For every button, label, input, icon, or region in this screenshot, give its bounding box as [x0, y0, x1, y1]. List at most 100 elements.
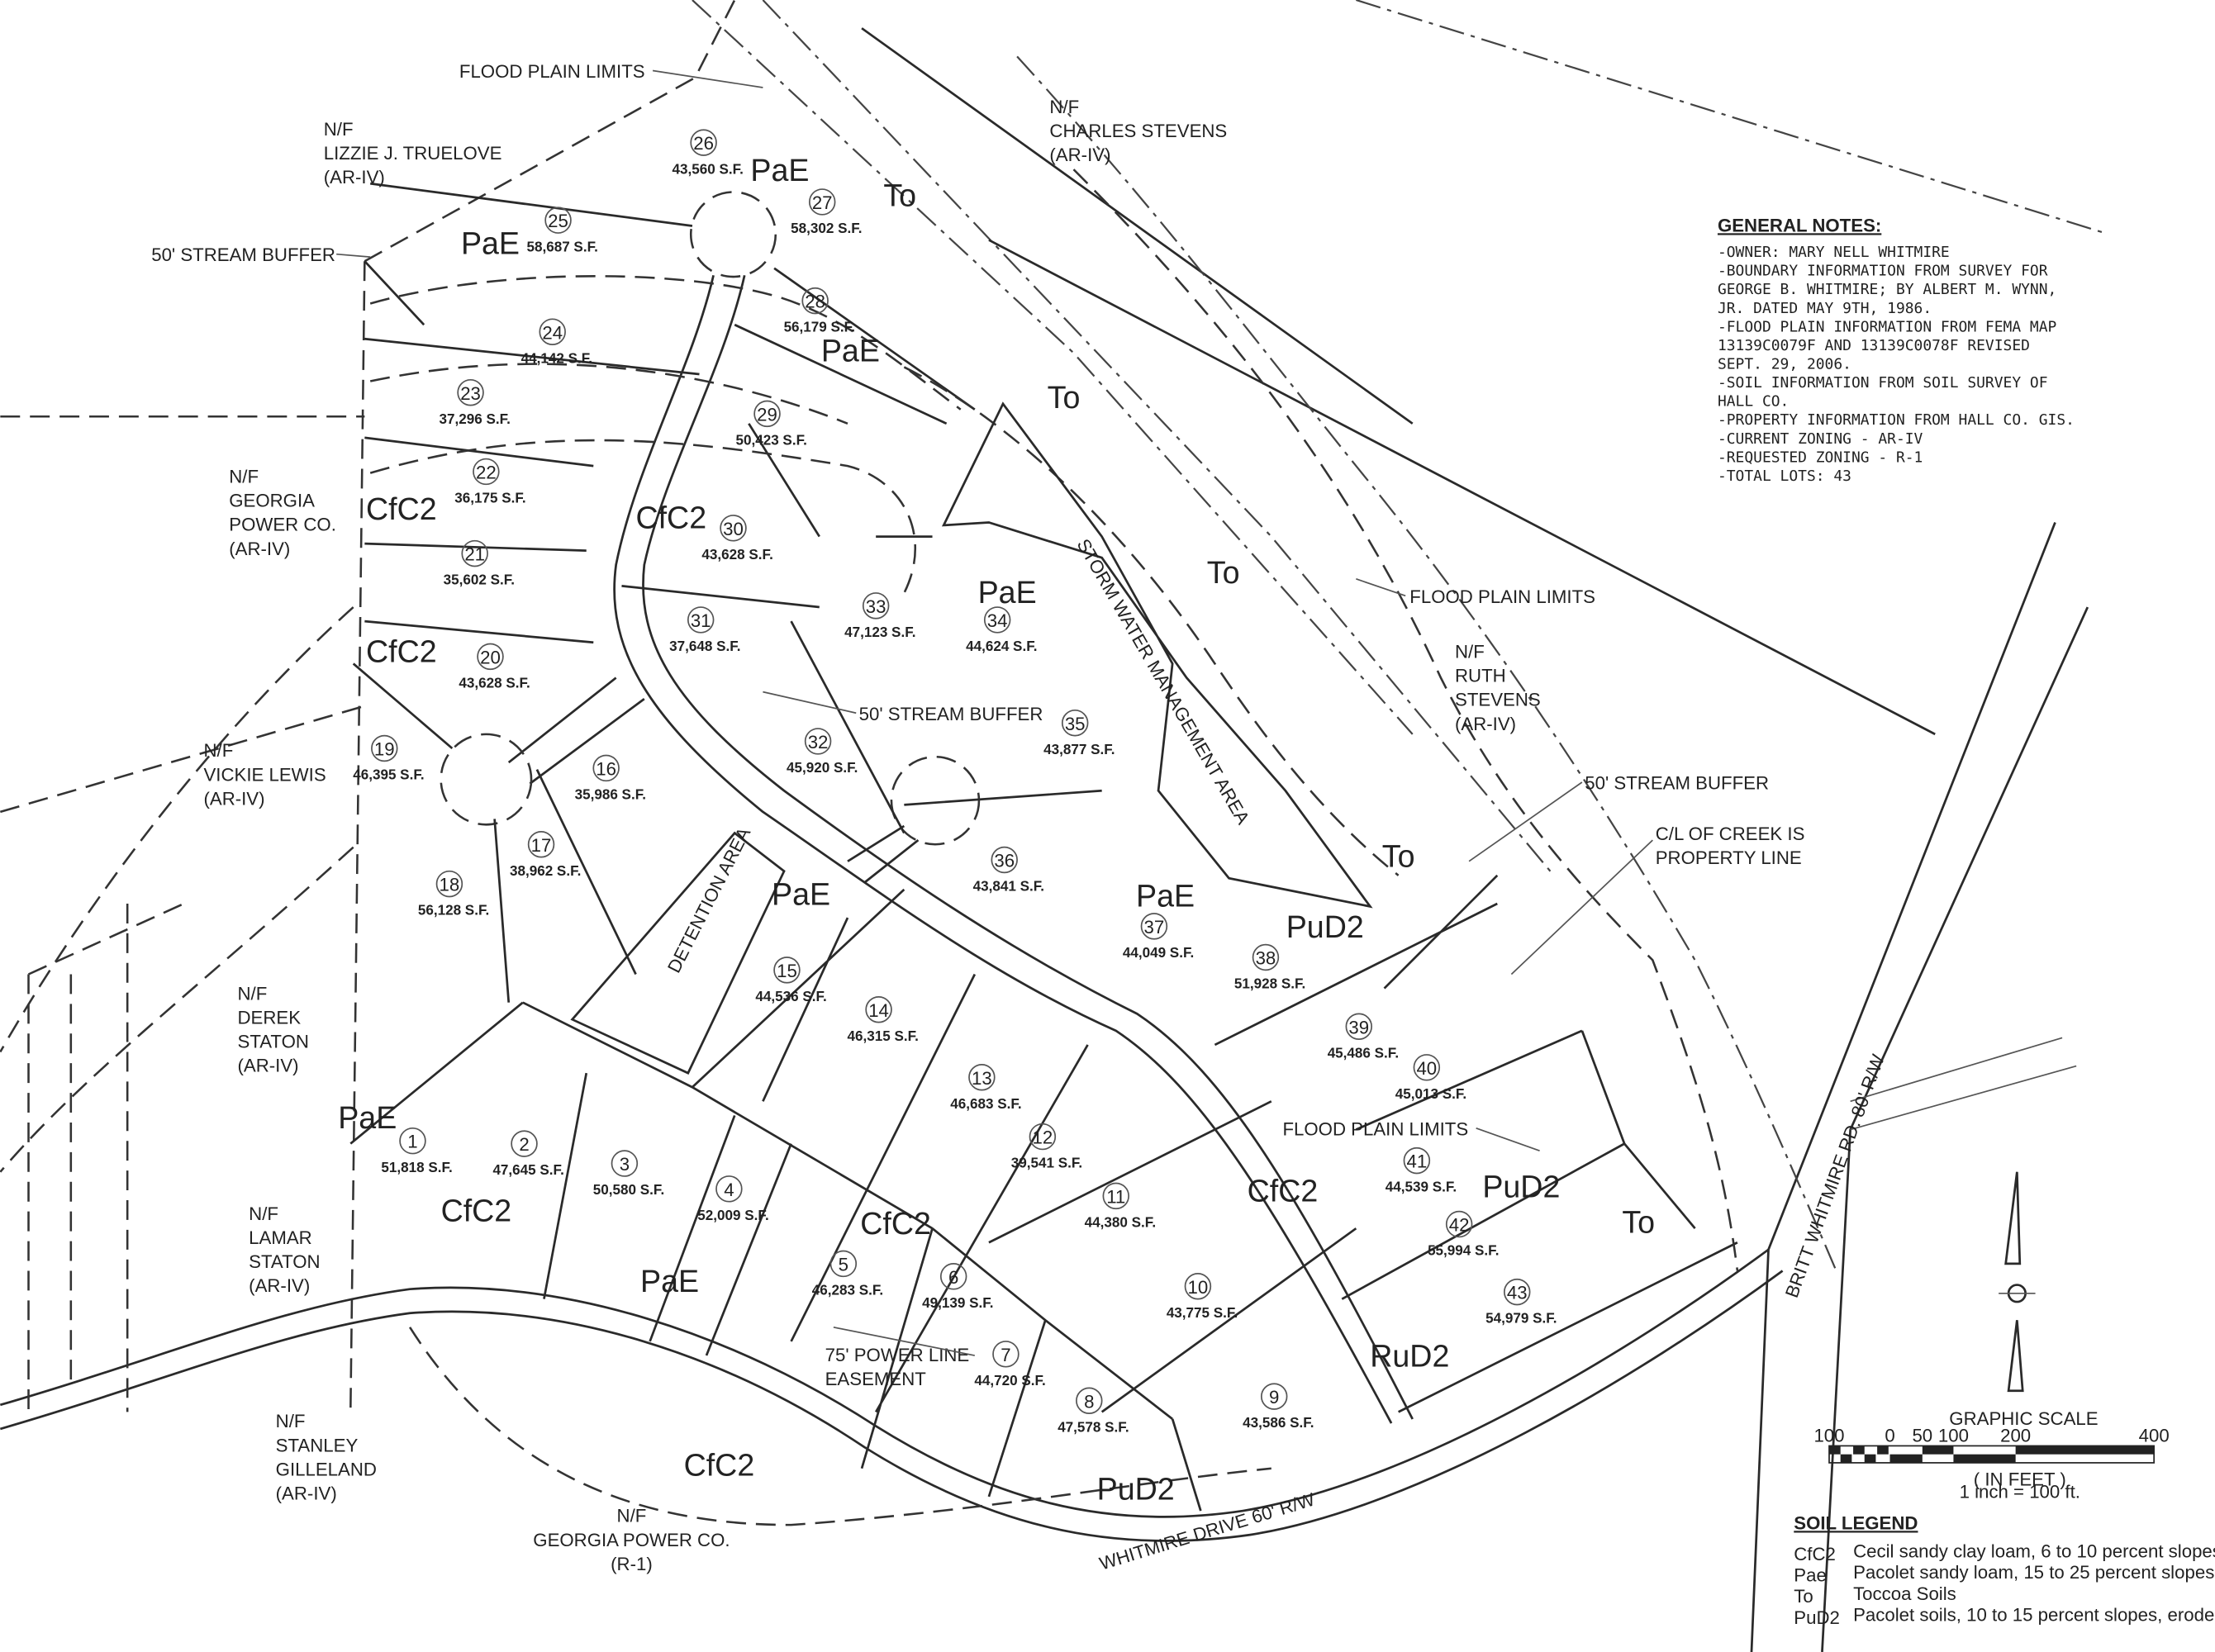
general-note-line: -OWNER: MARY NELL WHITMIRE — [1718, 244, 1950, 261]
lot-number: 30 — [723, 519, 744, 539]
scale-ratio: 1 inch = 100 ft. — [1960, 1482, 2080, 1502]
lot-area: 50,580 S.F. — [593, 1182, 664, 1198]
lot-number-circle — [539, 318, 566, 345]
soil-label: PaE — [772, 877, 830, 912]
lot-area: 55,994 S.F. — [1428, 1243, 1499, 1259]
lot-area: 44,536 S.F. — [755, 989, 826, 1004]
neighbor-label: (AR-IV) — [203, 788, 264, 809]
lot-area: 44,539 S.F. — [1386, 1180, 1457, 1195]
soil-label: PuD2 — [1286, 909, 1364, 944]
general-notes-title: GENERAL NOTES: — [1718, 215, 1881, 235]
callout-label: FLOOD PLAIN LIMITS — [1282, 1118, 1468, 1139]
soil-label: PaE — [750, 153, 809, 188]
general-note-line: HALL CO. — [1718, 393, 1789, 411]
neighbor-label: (AR-IV) — [324, 167, 385, 188]
lot-number-circle — [865, 995, 892, 1023]
lot-number-circle — [1445, 1210, 1473, 1238]
lot-area: 58,687 S.F. — [526, 239, 597, 254]
whitmire-drive-edge — [0, 1248, 1770, 1518]
lot-number-circle — [1140, 913, 1168, 940]
general-note-line: -SOIL INFORMATION FROM SOIL SURVEY OF — [1718, 374, 2048, 392]
soil-label: PaE — [978, 575, 1037, 610]
neighbor-label: STATON — [238, 1031, 309, 1051]
neighbor-label: N/F — [276, 1411, 306, 1431]
neighbor-label: GILLELAND — [276, 1459, 377, 1479]
lot-area: 43,841 S.F. — [973, 879, 1044, 895]
soil-legend-title: SOIL LEGEND — [1794, 1512, 1918, 1533]
soil-label: PuD2 — [1482, 1170, 1560, 1204]
neighbor-label: VICKIE LEWIS — [203, 764, 326, 785]
soil-label: PuD2 — [1097, 1471, 1175, 1506]
lot-number: 5 — [839, 1254, 848, 1275]
callout-label: FLOOD PLAIN LIMITS — [459, 61, 645, 82]
lot-area: 58,302 S.F. — [791, 221, 862, 236]
lot-area: 54,979 S.F. — [1485, 1311, 1557, 1327]
lot-area: 46,283 S.F. — [812, 1283, 883, 1298]
neighbor-label: LIZZIE J. TRUELOVE — [324, 143, 502, 164]
soil-label: CfC2 — [635, 500, 706, 534]
lot-area: 37,648 S.F. — [669, 638, 740, 654]
lot-area: 39,541 S.F. — [1011, 1156, 1082, 1171]
lot-number: 33 — [866, 596, 886, 617]
lot-area: 37,296 S.F. — [439, 411, 510, 427]
lot-number-circle — [1252, 943, 1280, 971]
lot-number: 8 — [1084, 1391, 1094, 1412]
neighbor-label: GEORGIA POWER CO. — [533, 1530, 730, 1550]
lot-number: 4 — [724, 1180, 734, 1200]
neighbor-label: DEREK — [238, 1007, 302, 1028]
lot-number: 7 — [1001, 1345, 1010, 1365]
lot-area: 56,179 S.F. — [784, 320, 855, 335]
lot-number: 31 — [691, 610, 711, 631]
flood-plain-limits — [903, 169, 1739, 1271]
lot-number: 34 — [987, 610, 1008, 631]
lot-area: 43,586 S.F. — [1243, 1415, 1314, 1431]
general-note-line: -REQUESTED ZONING - R-1 — [1718, 449, 1923, 466]
lot-area: 43,877 S.F. — [1043, 742, 1115, 757]
neighbor-label: STEVENS — [1455, 690, 1541, 710]
lot-number-circle — [592, 754, 620, 782]
lot-number: 15 — [777, 961, 797, 981]
lot-number-circle — [435, 870, 463, 898]
lot-number-circle — [457, 378, 484, 406]
lot-number-circle — [1503, 1278, 1531, 1306]
neighbor-label: N/F — [1049, 97, 1079, 117]
lot-area: 47,645 S.F. — [492, 1162, 563, 1178]
neighbor-label: RUTH — [1455, 666, 1506, 686]
general-note-line: -TOTAL LOTS: 43 — [1718, 468, 1851, 485]
neighbor-label: (R-1) — [611, 1554, 653, 1574]
soil-label: CfC2 — [1248, 1174, 1319, 1208]
lot-number-circle — [1345, 1013, 1373, 1040]
general-note-line: -BOUNDARY INFORMATION FROM SURVEY FOR — [1718, 263, 2048, 280]
lot-number: 32 — [808, 732, 829, 752]
neighbor-label: (AR-IV) — [276, 1483, 337, 1503]
lot-number: 24 — [542, 322, 563, 343]
callout-label: PROPERTY LINE — [1656, 847, 1802, 868]
lot-number: 16 — [596, 758, 616, 779]
lot-number-circle — [690, 129, 717, 156]
lot-number-circle — [461, 539, 488, 567]
lot-number: 42 — [1449, 1215, 1470, 1236]
lot-number-circle — [511, 1130, 538, 1157]
lot-area: 46,395 S.F. — [353, 767, 424, 783]
lot-area: 56,128 S.F. — [418, 903, 489, 919]
soil-legend-code: To — [1794, 1586, 1813, 1607]
graphic-scale-title: GRAPHIC SCALE — [1949, 1408, 2098, 1429]
neighbor-label: (AR-IV) — [1049, 145, 1110, 165]
creek-centerline — [1016, 55, 1837, 1271]
lot-area: 50,423 S.F. — [735, 432, 806, 448]
lot-area: 35,602 S.F. — [444, 572, 515, 588]
lot-number: 38 — [1256, 948, 1276, 969]
lot-number-circle — [1076, 1387, 1103, 1414]
soil-label: PaE — [461, 226, 520, 261]
lot-area: 38,962 S.F. — [510, 863, 581, 879]
neighbor-label: N/F — [249, 1203, 278, 1224]
soil-label: CfC2 — [441, 1194, 512, 1228]
lot-number-circle — [544, 206, 572, 234]
lot-number: 28 — [805, 292, 825, 312]
lot-number: 36 — [994, 851, 1015, 871]
soil-label: To — [883, 178, 916, 213]
road-row — [1850, 1037, 2077, 1131]
lot-number-circle — [829, 1250, 858, 1278]
lot-number-circle — [1029, 1123, 1057, 1151]
storm-water-area-outline — [941, 401, 1373, 909]
